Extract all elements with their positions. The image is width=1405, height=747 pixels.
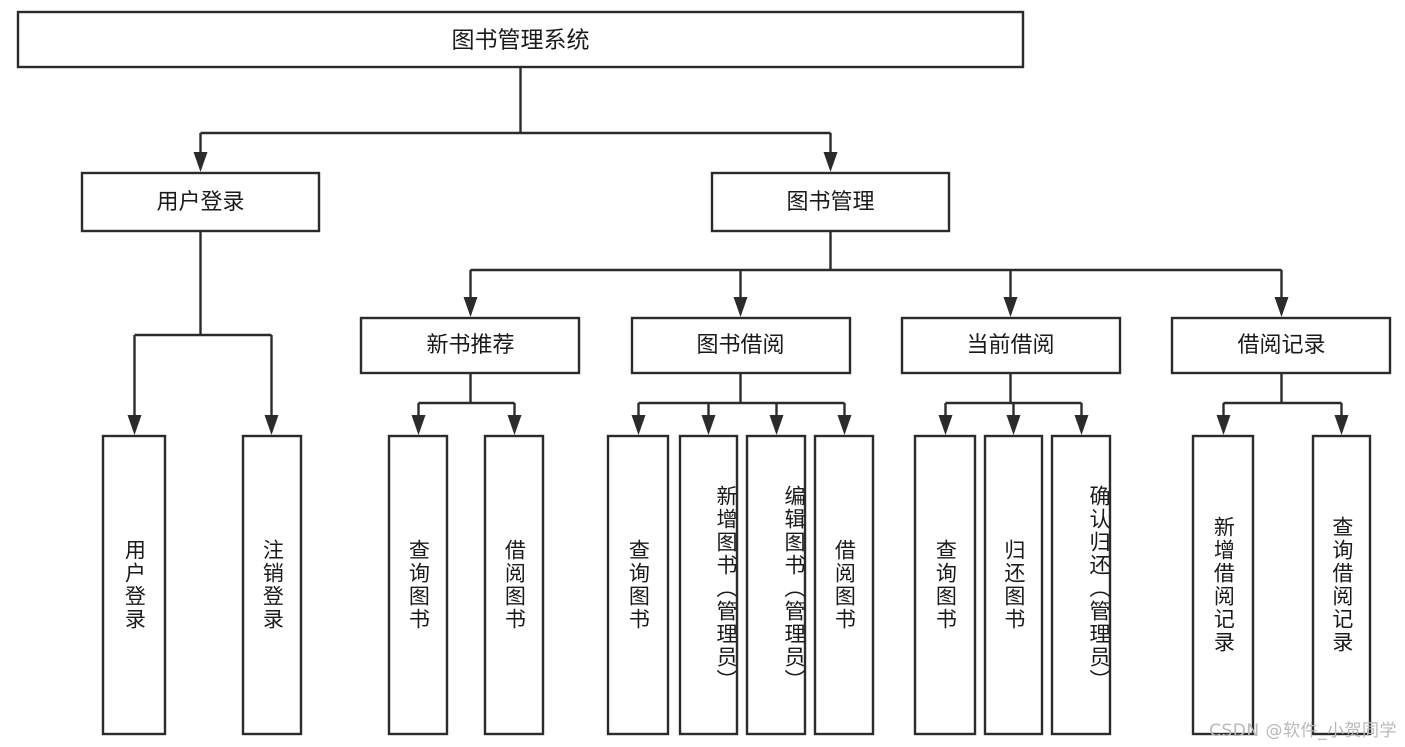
node-book-borrow[interactable]: 图书借阅 xyxy=(630,316,852,375)
connector-group-book-mgmt xyxy=(463,231,1289,317)
leaf-box-logout[interactable] xyxy=(241,434,303,736)
arrow-head-icon xyxy=(1274,297,1289,317)
node-user-login[interactable]: 用户登录 xyxy=(80,171,321,233)
arrow-head-icon xyxy=(938,415,953,435)
node-borrow-records[interactable]: 借阅记录 xyxy=(1170,316,1392,375)
arrow-head-icon xyxy=(701,415,716,435)
leaf-box-borrow-book[interactable] xyxy=(813,434,875,736)
arrow-head-icon xyxy=(1003,297,1018,317)
leaf-box-query-book-borrow[interactable] xyxy=(606,434,670,736)
watermark-text: CSDN @软件_小贺同学 xyxy=(1209,721,1397,741)
arrow-head-icon xyxy=(507,415,522,435)
leaf-box-confirm-return-admin[interactable] xyxy=(1050,434,1112,736)
node-new-book-recommend-label: 新书推荐 xyxy=(426,333,514,358)
node-current-borrow[interactable]: 当前借阅 xyxy=(900,316,1122,375)
leaf-box-query-book-new[interactable] xyxy=(387,434,449,736)
arrow-head-icon xyxy=(1334,415,1349,435)
node-root[interactable]: 图书管理系统 xyxy=(16,10,1025,69)
node-new-book-recommend[interactable]: 新书推荐 xyxy=(359,316,581,375)
leaf-box-add-borrow-record[interactable] xyxy=(1191,434,1255,736)
arrow-head-icon xyxy=(769,415,784,435)
node-root-box[interactable] xyxy=(16,10,1025,69)
arrow-head-icon xyxy=(1216,415,1231,435)
node-book-borrow-label: 图书借阅 xyxy=(696,333,784,358)
node-borrow-records-label: 借阅记录 xyxy=(1237,333,1325,358)
node-book-management[interactable]: 图书管理 xyxy=(710,171,951,233)
node-current-borrow-box[interactable] xyxy=(900,316,1122,375)
leaf-box-borrow-book-new[interactable] xyxy=(483,434,545,736)
leaf-box-add-book-admin[interactable] xyxy=(678,434,739,736)
leaf-box-user-login[interactable] xyxy=(101,434,167,736)
leaf-box-edit-book-admin[interactable] xyxy=(745,434,807,736)
leaf-box-return-book[interactable] xyxy=(983,434,1044,736)
node-book-management-label: 图书管理 xyxy=(786,190,874,215)
connector-group-user-login xyxy=(127,231,279,435)
node-borrow-records-box[interactable] xyxy=(1170,316,1392,375)
arrow-head-icon xyxy=(823,152,838,172)
node-current-borrow-label: 当前借阅 xyxy=(966,333,1054,358)
node-book-management-box[interactable] xyxy=(710,171,951,233)
arrow-head-icon xyxy=(733,297,748,317)
node-book-borrow-box[interactable] xyxy=(630,316,852,375)
connector-group-records xyxy=(1216,373,1349,435)
arrow-head-icon xyxy=(463,297,478,317)
arrow-head-icon xyxy=(411,415,426,435)
connector-group-current-borrow xyxy=(938,373,1089,435)
arrow-head-icon xyxy=(264,415,279,435)
connector-group-borrow xyxy=(631,373,852,435)
arrow-head-icon xyxy=(1006,415,1021,435)
arrow-head-icon xyxy=(837,415,852,435)
node-root-label: 图书管理系统 xyxy=(452,28,590,54)
leaf-box-query-borrow-record[interactable] xyxy=(1311,434,1372,736)
node-user-login-label: 用户登录 xyxy=(156,190,244,215)
connector-group-root xyxy=(193,67,838,172)
arrow-head-icon xyxy=(631,415,646,435)
arrow-head-icon xyxy=(193,152,208,172)
connector-group-new-books xyxy=(411,373,522,435)
arrow-head-icon xyxy=(1074,415,1089,435)
leaf-box-query-book-current[interactable] xyxy=(913,434,977,736)
node-new-book-recommend-box[interactable] xyxy=(359,316,581,375)
arrow-head-icon xyxy=(127,415,142,435)
node-user-login-box[interactable] xyxy=(80,171,321,233)
